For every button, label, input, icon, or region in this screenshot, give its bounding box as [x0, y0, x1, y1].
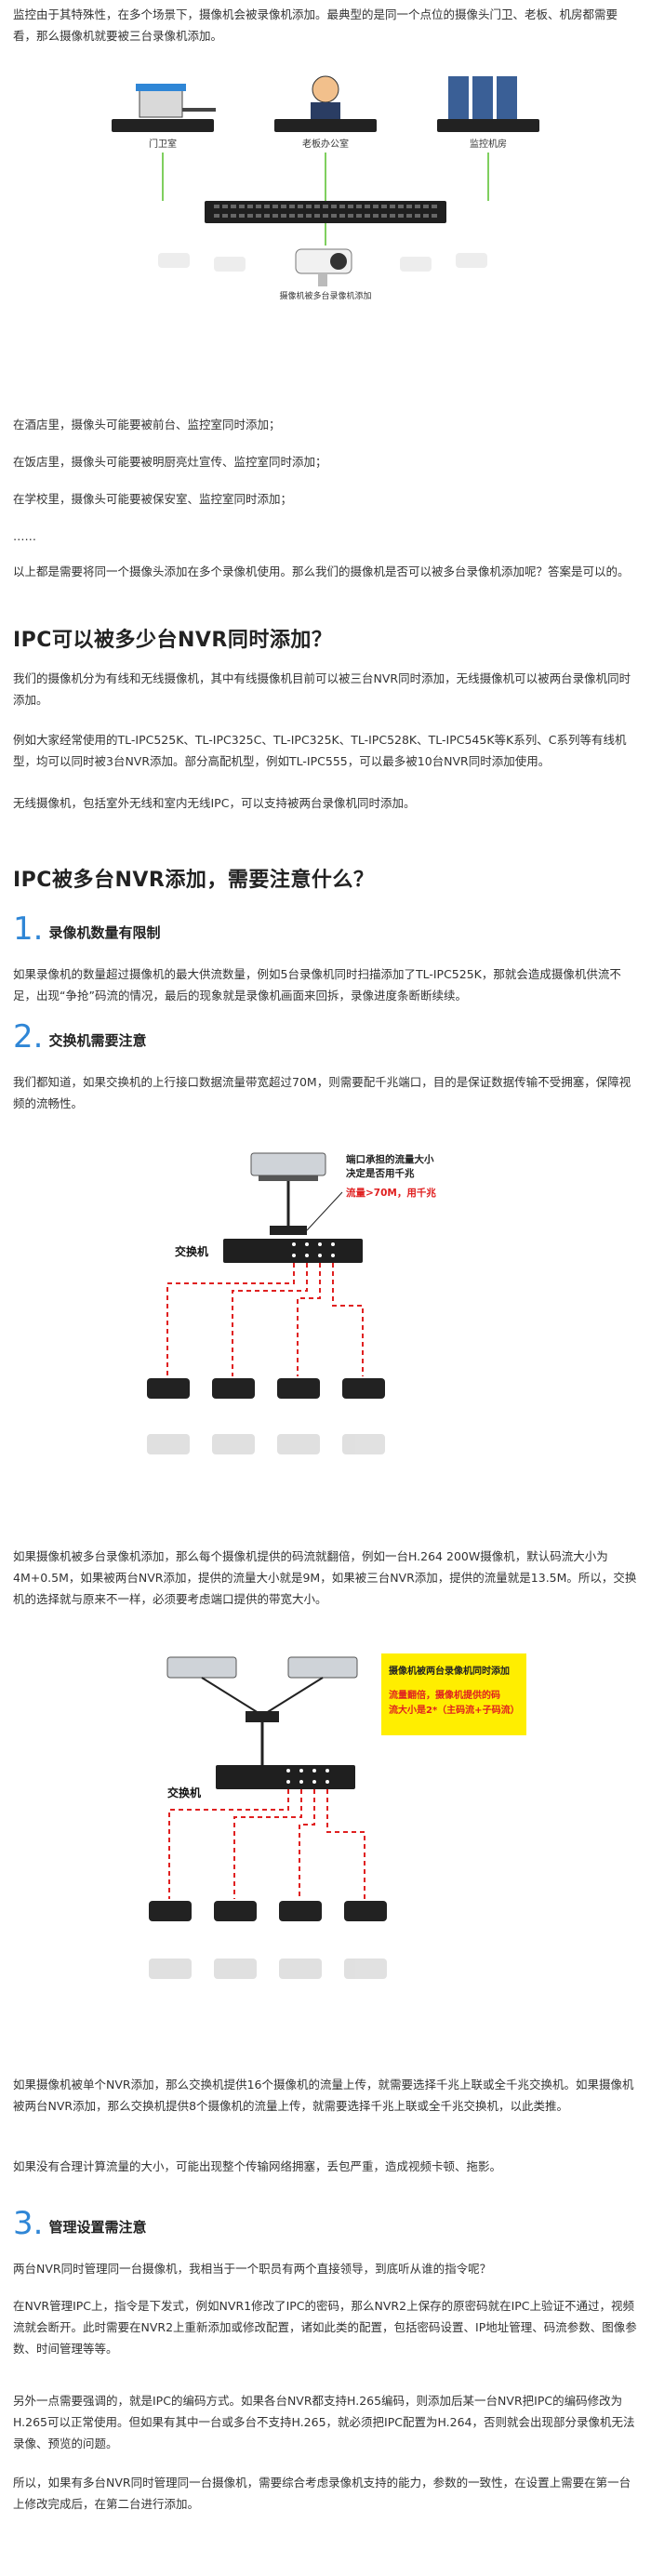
switch-label: 交换机 [167, 1786, 201, 1799]
section-3-number: 3. [13, 2205, 44, 2242]
camera-caption: 摄像机被多台录像机添加 [279, 290, 371, 301]
uplink-port [270, 1226, 307, 1235]
section-2-number: 2. [13, 1018, 44, 1056]
section-1-number: 1. [13, 910, 44, 948]
section-1-paragraph: 如果录像机的数量超过摄像机的最大供流数量，例如5台录像机同时扫描添加了TL-IP… [13, 967, 621, 1003]
section-3-para-4: 所以，如果有多台NVR同时管理同一台摄像机，需要综合考虑录像机支持的能力，参数的… [13, 2476, 631, 2511]
camera-links [166, 1263, 364, 1376]
callout-title: 摄像机被两台录像机同时添加 [389, 1665, 510, 1677]
faded-cameras [158, 253, 487, 272]
callout-pointer [306, 1191, 343, 1231]
camera-icon [295, 248, 352, 286]
section-2-title: 交换机需要注意 [48, 1032, 147, 1049]
section-2-para-1: 我们都知道，如果交换机的上行接口数据流量带宽超过70M，则需要配千兆端口，目的是… [13, 1075, 631, 1110]
camera-row [149, 1901, 387, 1921]
scenario-summary: 以上都是需要将同一个摄像头添加在多个录像机使用。那么我们的摄像机是否可以被多台录… [13, 564, 630, 578]
gatehouse-icon [112, 84, 216, 132]
switch-icon [216, 1765, 355, 1789]
section-3-header: 3. 管理设置需注意 [13, 2208, 638, 2239]
callout-line-1: 流量翻倍，摄像机提供的码 [389, 1689, 500, 1701]
nvr-links [201, 1677, 324, 1714]
ipc-para-1: 我们的摄像机分为有线和无线摄像机，其中有线摄像机目前可以被三台NVR同时添加，无… [13, 671, 631, 707]
section-2-para-4: 如果没有合理计算流量的大小，可能出现整个传输网络拥塞，丢包严重，造成视频卡顿、拖… [13, 2159, 502, 2173]
section-2-header: 2. 交换机需要注意 [13, 1021, 638, 1053]
label-gatehouse: 门卫室 [149, 138, 177, 150]
scenario-ellipsis: …… [13, 529, 36, 543]
switch-icon [205, 201, 446, 223]
label-server-room: 监控机房 [470, 138, 507, 150]
callout-line-2: 流大小是2*（主码流+子码流） [389, 1704, 520, 1716]
callout-title: 端口承担的流量大小 [346, 1153, 434, 1165]
section-3-title: 管理设置需注意 [48, 2219, 147, 2236]
nvr-icon [250, 1152, 326, 1181]
camera-links [168, 1789, 365, 1899]
faded-camera-row [149, 1959, 387, 1979]
mini-switch-icon [246, 1711, 279, 1722]
label-boss-office: 老板办公室 [302, 138, 349, 150]
section-3-para-2: 在NVR管理IPC上，指令是下发式，例如NVR1修改了IPC的密码，那么NVR2… [13, 2299, 637, 2356]
callout-title-2: 决定是否用千兆 [346, 1167, 415, 1179]
dual-nvr-diagram: 摄像机被两台录像机同时添加 流量翻倍，摄像机提供的码 流大小是2*（主码流+子码… [149, 1653, 526, 1979]
section-3-para-1: 两台NVR同时管理同一台摄像机，我相当于一个职员有两个直接领导，到底听从谁的指令… [13, 2262, 492, 2276]
scenario-school: 在学校里，摄像头可能要被保安室、监控室同时添加； [13, 492, 293, 506]
ipc-para-2: 例如大家经常使用的TL-IPC525K、TL-IPC325C、TL-IPC325… [13, 733, 627, 768]
nvr-icon-left [166, 1656, 237, 1679]
switch-bandwidth-diagram: 端口承担的流量大小 决定是否用千兆 流量>70M，用千兆 交换机 [147, 1152, 436, 1454]
switch-label: 交换机 [175, 1244, 208, 1258]
section-3-para-3: 另外一点需要强调的，就是IPC的编码方式。如果各台NVR都支持H.265编码，则… [13, 2394, 635, 2450]
callout-rule: 流量>70M，用千兆 [346, 1187, 436, 1199]
faded-camera-row [147, 1434, 385, 1454]
section-1-header: 1. 录像机数量有限制 [13, 913, 638, 945]
nvr-icon-right [287, 1656, 358, 1679]
ipc-para-3: 无线摄像机，包括室外无线和室内无线IPC，可以支持被两台录像机同时添加。 [13, 796, 416, 810]
intro-paragraph: 监控由于其特殊性，在多个场景下，摄像机会被录像机添加。最典型的是同一个点位的摄像… [13, 7, 618, 43]
scenario-hotel: 在酒店里，摄像头可能要被前台、监控室同时添加； [13, 418, 281, 432]
heading-ipc-count: IPC可以被多少台NVR同时添加？ [13, 629, 333, 652]
heading-notes: IPC被多台NVR添加，需要注意什么？ [13, 869, 375, 892]
scenario-restaurant: 在饭店里，摄像头可能要被明厨亮灶宣传、监控室同时添加； [13, 455, 327, 469]
callout-box [381, 1653, 526, 1735]
boss-office-icon [274, 75, 377, 132]
section-1-title: 录像机数量有限制 [48, 924, 161, 941]
server-room-icon [437, 76, 539, 132]
section-2-para-3: 如果摄像机被单个NVR添加，那么交换机提供16个摄像机的流量上传，就需要选择千兆… [13, 2078, 634, 2113]
uplink-lines [162, 153, 489, 201]
section-2-para-2: 如果摄像机被多台录像机添加，那么每个摄像机提供的码流就翻倍，例如一台H.264 … [13, 1549, 637, 1606]
switch-icon [223, 1239, 363, 1263]
camera-row [147, 1378, 385, 1399]
multi-nvr-illustration: 门卫室 老板办公室 监控机房 摄像机被多台录像机添加 [112, 75, 539, 301]
